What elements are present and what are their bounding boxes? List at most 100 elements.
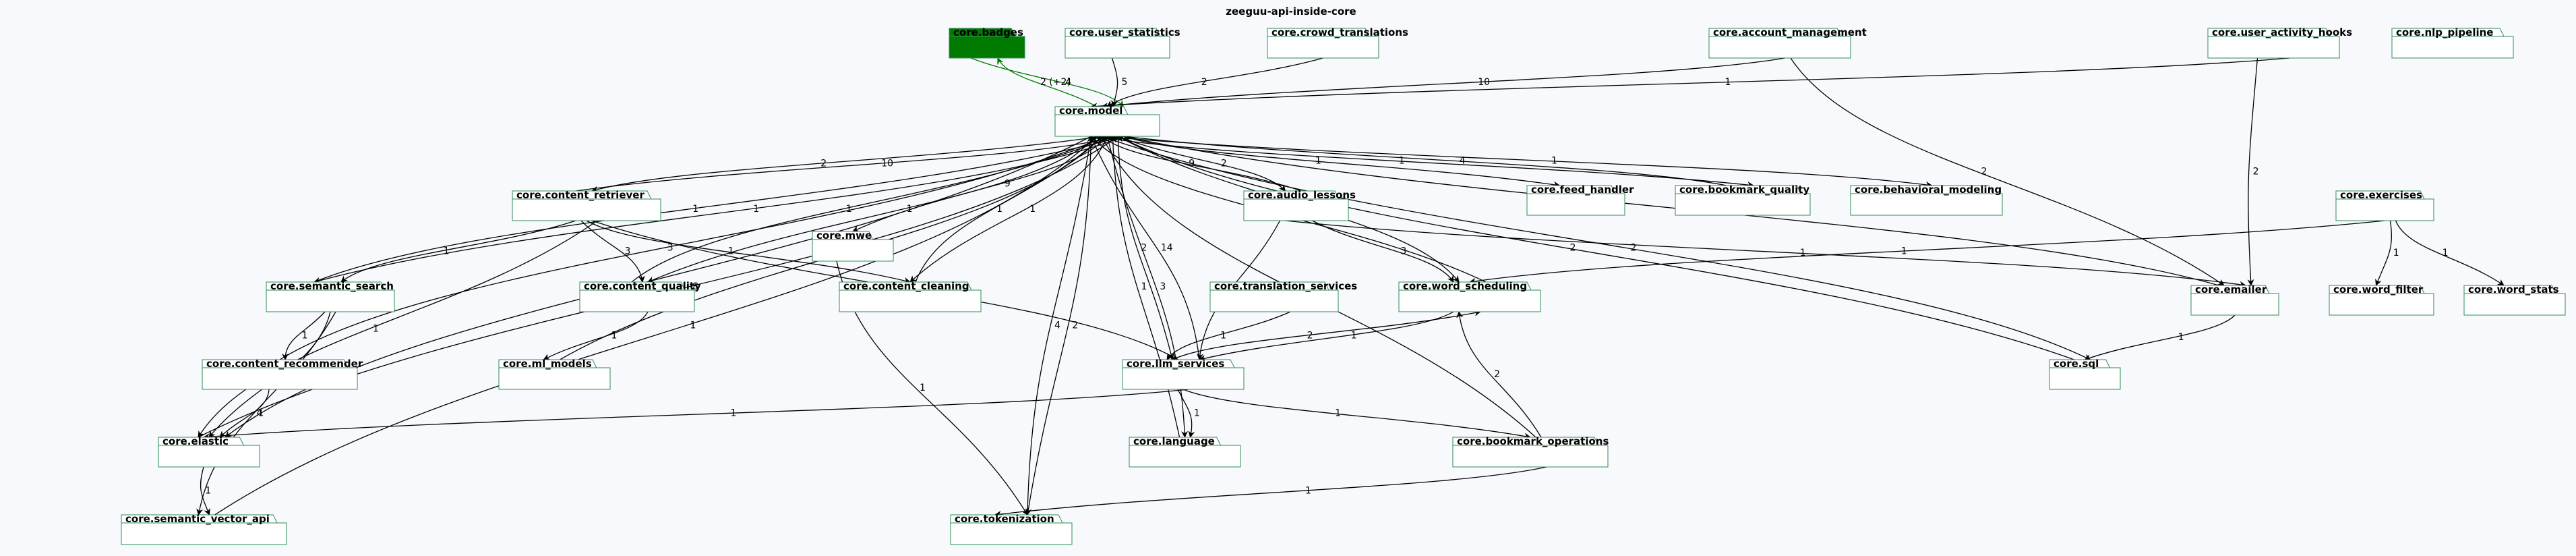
package-semantic-search[interactable]: core.semantic_search (266, 280, 395, 312)
package-emailer[interactable]: core.emailer (2190, 283, 2279, 316)
edge-label-crowd_translations-to-model: 2 (1201, 77, 1207, 88)
dependency-edge-llm_services-to-language (1177, 389, 1195, 438)
package-shape (2391, 28, 2514, 59)
edge-label-user_activity_hooks-to-model: 1 (1725, 77, 1731, 88)
package-shape (2207, 28, 2340, 59)
package-word-stats[interactable]: core.word_stats (2463, 283, 2566, 316)
dependency-edge-bookmark_operations-to-word_scheduling (1456, 311, 1542, 438)
package-label: core.semantic_vector_api (125, 513, 270, 525)
dependency-edge-content_quality-to-ml_models (543, 311, 649, 360)
package-bookmark-quality[interactable]: core.bookmark_quality (1675, 184, 1811, 216)
edge-label-model-to-sql: 2 (1631, 243, 1637, 254)
edge-label-model-to-language: 3 (1160, 281, 1166, 292)
package-account-management[interactable]: core.account_management (1708, 26, 1867, 59)
dependency-edge-content_retriever-to-content_quality (580, 220, 645, 283)
package-content-cleaning[interactable]: core.content_cleaning (839, 280, 982, 312)
edge-label-model-to-content_retriever: 2 (820, 159, 827, 169)
package-label: core.language (1133, 435, 1215, 447)
edge-label-semantic_search-to-semantic_vector_api: 1 (258, 408, 264, 419)
package-label: core.audio_lessons (1248, 189, 1356, 201)
edge-label-sql-to-model: 2 (1570, 243, 1576, 254)
package-llm-services[interactable]: core.llm_services (1122, 358, 1245, 390)
package-mwe[interactable]: core.mwe (812, 229, 894, 262)
edge-label-model-to-feed_handler: 1 (1315, 156, 1321, 167)
edge-label-model-to-bookmark_quality: 1 (1399, 156, 1405, 167)
package-shape (2049, 359, 2121, 390)
package-translation-services[interactable]: core.translation_services (1209, 280, 1357, 312)
package-exercises[interactable]: core.exercises (2335, 189, 2434, 221)
package-label: core.mwe (816, 229, 872, 242)
package-shape (266, 281, 395, 312)
edge-label-model-to-tokenization: 2 (1072, 321, 1078, 331)
dependency-edge-content_recommender-to-model (279, 135, 1108, 360)
package-shape (839, 281, 982, 312)
package-label: core.feed_handler (1531, 184, 1634, 196)
package-crowd-translations[interactable]: core.crowd_translations (1267, 26, 1408, 59)
package-shape (158, 437, 260, 468)
edge-label-user_activity_hooks-to-emailer: 2 (2253, 167, 2259, 177)
edge-label-audio_lessons-to-emailer: 1 (1800, 248, 1806, 258)
package-audio-lessons[interactable]: core.audio_lessons (1243, 189, 1356, 221)
edge-label-semantic_vector_api-to-model: 1 (690, 321, 696, 331)
package-elastic[interactable]: core.elastic (158, 435, 260, 468)
package-label: core.user_statistics (1069, 26, 1180, 38)
dependency-edge-audio_lessons-to-word_scheduling (1312, 220, 1454, 283)
edge-label-elastic-to-model: 8 (692, 281, 698, 292)
package-shape (2190, 285, 2279, 316)
package-content-retriever[interactable]: core.content_retriever (512, 189, 661, 221)
edge-label-bookmark_quality-to-model: 4 (1460, 156, 1466, 167)
edge-label-badges-to-model: 4 (1065, 77, 1071, 88)
package-bookmark-operations[interactable]: core.bookmark_operations (1452, 435, 1609, 468)
package-shape (1209, 281, 1339, 312)
package-ml-models[interactable]: core.ml_models (498, 358, 611, 390)
package-feed-handler[interactable]: core.feed_handler (1526, 184, 1634, 216)
edge-label-model-to-content_quality: 1 (907, 204, 913, 215)
dependency-edge-semantic_search-to-model (313, 134, 1125, 283)
package-sql[interactable]: core.sql (2049, 358, 2121, 390)
edge-label-account_management-to-emailer: 2 (1981, 167, 1987, 177)
dependency-edge-content_cleaning-to-model (915, 136, 1103, 283)
dependency-edge-model-to-audio_lessons (1118, 136, 1286, 192)
package-shape (1452, 437, 1609, 468)
dependency-edge-user_statistics-to-model (1111, 57, 1118, 107)
dependency-edge-model-to-bookmark_quality (1096, 136, 1754, 189)
edge-label-model-to-behavioral_modeling: 1 (1551, 156, 1557, 167)
package-semantic-vector-api[interactable]: core.semantic_vector_api (121, 513, 287, 545)
package-label: core.word_filter (2333, 283, 2424, 296)
dependency-edge-badges-to-model (970, 57, 1125, 107)
dependency-edge-user_activity_hooks-to-emailer (2247, 57, 2258, 286)
dependency-edge-audio_lessons-to-model (1101, 136, 1302, 192)
dependency-edge-model-to-sql (1102, 136, 2091, 360)
package-nlp-pipeline[interactable]: core.nlp_pipeline (2391, 26, 2514, 59)
package-user-statistics[interactable]: core.user_statistics (1065, 26, 1180, 59)
package-content-quality[interactable]: core.content_quality (579, 280, 701, 312)
package-label: core.user_activity_hooks (2212, 26, 2352, 38)
dependency-edge-audio_lessons-to-emailer (1285, 220, 2246, 288)
package-behavioral-modeling[interactable]: core.behavioral_modeling (1850, 184, 2003, 216)
dependency-edge-exercises-to-word_scheduling (1469, 220, 2385, 285)
package-label: core.content_recommender (206, 358, 363, 370)
edge-label-model-to-badges: 2 (+2) (1040, 77, 1071, 88)
dependency-edge-semantic_vector_api-to-model (214, 136, 1098, 516)
package-label: core.semantic_search (270, 280, 394, 292)
package-language[interactable]: core.language (1129, 435, 1241, 468)
package-model[interactable]: core.model (1054, 105, 1160, 137)
package-label: core.llm_services (1127, 358, 1224, 370)
edge-label-exercises-to-word_stats: 1 (2443, 248, 2449, 258)
dependency-edge-llm_services-to-elastic (203, 389, 1189, 441)
package-badges[interactable]: core.badges (949, 26, 1025, 59)
package-user-activity-hooks[interactable]: core.user_activity_hooks (2207, 26, 2352, 59)
package-label: core.crowd_translations (1271, 26, 1408, 38)
package-tokenization[interactable]: core.tokenization (950, 513, 1073, 545)
package-shape (498, 359, 611, 390)
package-word-scheduling[interactable]: core.word_scheduling (1398, 280, 1541, 312)
package-shape (1398, 281, 1541, 312)
package-label: core.exercises (2340, 189, 2422, 201)
package-shape (950, 514, 1073, 545)
dependency-edge-content_recommender-to-elastic (219, 389, 270, 438)
package-word-filter[interactable]: core.word_filter (2329, 283, 2434, 316)
dependency-edge-emailer-to-sql (2084, 314, 2236, 361)
edge-label-word_scheduling-to-llm_services: 1 (1351, 331, 1357, 341)
edge-label-audio_lessons-to-word_scheduling: 3 (1400, 246, 1406, 257)
package-content-recommender[interactable]: core.content_recommender (202, 358, 363, 390)
